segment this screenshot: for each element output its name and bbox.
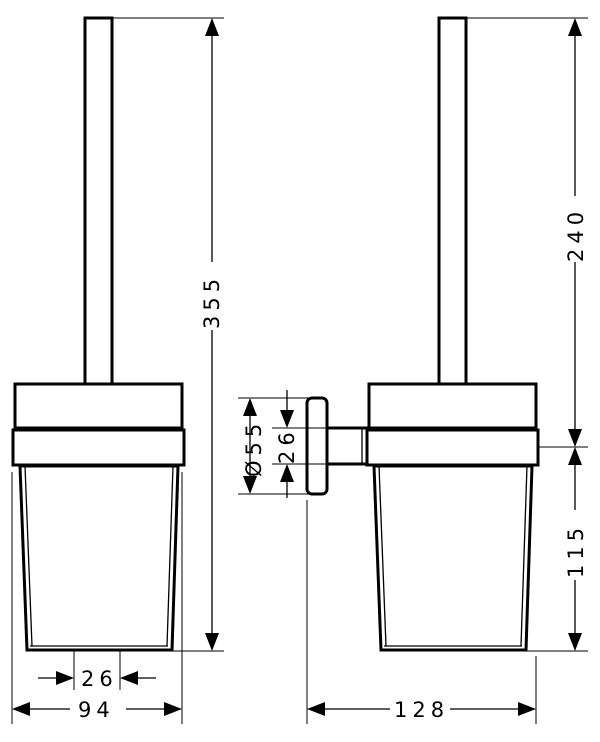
collar-front: [11, 428, 186, 467]
arrow-up: [205, 18, 219, 36]
dim-rosette-diameter: Ø55: [242, 398, 266, 494]
arrow-down: [568, 633, 582, 651]
glass-inner-left: [24, 465, 33, 647]
wall-rosette: [305, 396, 329, 496]
front-view: [11, 16, 224, 724]
arrow-left: [307, 702, 325, 716]
dim-holder-depth: 128: [307, 698, 536, 722]
brush-handle-front: [83, 16, 114, 388]
dim-label-rosette-diameter: Ø55: [242, 419, 266, 477]
dim-label-holder-depth: 128: [394, 698, 449, 722]
arrow-up: [280, 464, 294, 482]
mounting-arm: [325, 426, 369, 466]
dim-total-height: 355: [200, 18, 224, 651]
arrow-down: [205, 633, 219, 651]
side-view: [238, 16, 588, 724]
arrow-right: [518, 702, 536, 716]
dim-base-inner: 26: [38, 667, 156, 691]
glass-inner-right: [520, 465, 528, 647]
lid-side: [367, 382, 538, 430]
dim-label-rosette-inner: 26: [275, 427, 299, 464]
arrow-right: [56, 671, 74, 685]
arrow-left: [12, 702, 30, 716]
arrow-down: [280, 410, 294, 428]
dim-upper-height: 240: [564, 18, 588, 447]
collar-side: [365, 428, 540, 467]
dim-rosette-inner: 26: [275, 390, 299, 498]
arrow-left: [120, 671, 138, 685]
arrow-up: [243, 398, 257, 416]
dim-label-base-inner: 26: [81, 667, 118, 691]
glass-front: [18, 464, 180, 652]
arrow-down: [243, 476, 257, 494]
arrow-up: [568, 447, 582, 465]
glass-inner-left: [378, 465, 387, 647]
lid-front: [13, 382, 184, 430]
dim-label-lower-height: 115: [564, 523, 588, 578]
dim-label-total-height: 355: [200, 274, 224, 329]
arrow-right: [164, 702, 182, 716]
brush-handle-side: [437, 16, 468, 388]
arrow-up: [568, 18, 582, 36]
dim-base-width: 94: [12, 698, 182, 722]
dim-lower-height: 115: [564, 447, 588, 651]
dim-label-upper-height: 240: [564, 207, 588, 262]
dim-label-base-width: 94: [78, 698, 115, 722]
glass-inner-right: [166, 465, 174, 647]
glass-side: [372, 464, 534, 652]
arrow-down: [568, 429, 582, 447]
